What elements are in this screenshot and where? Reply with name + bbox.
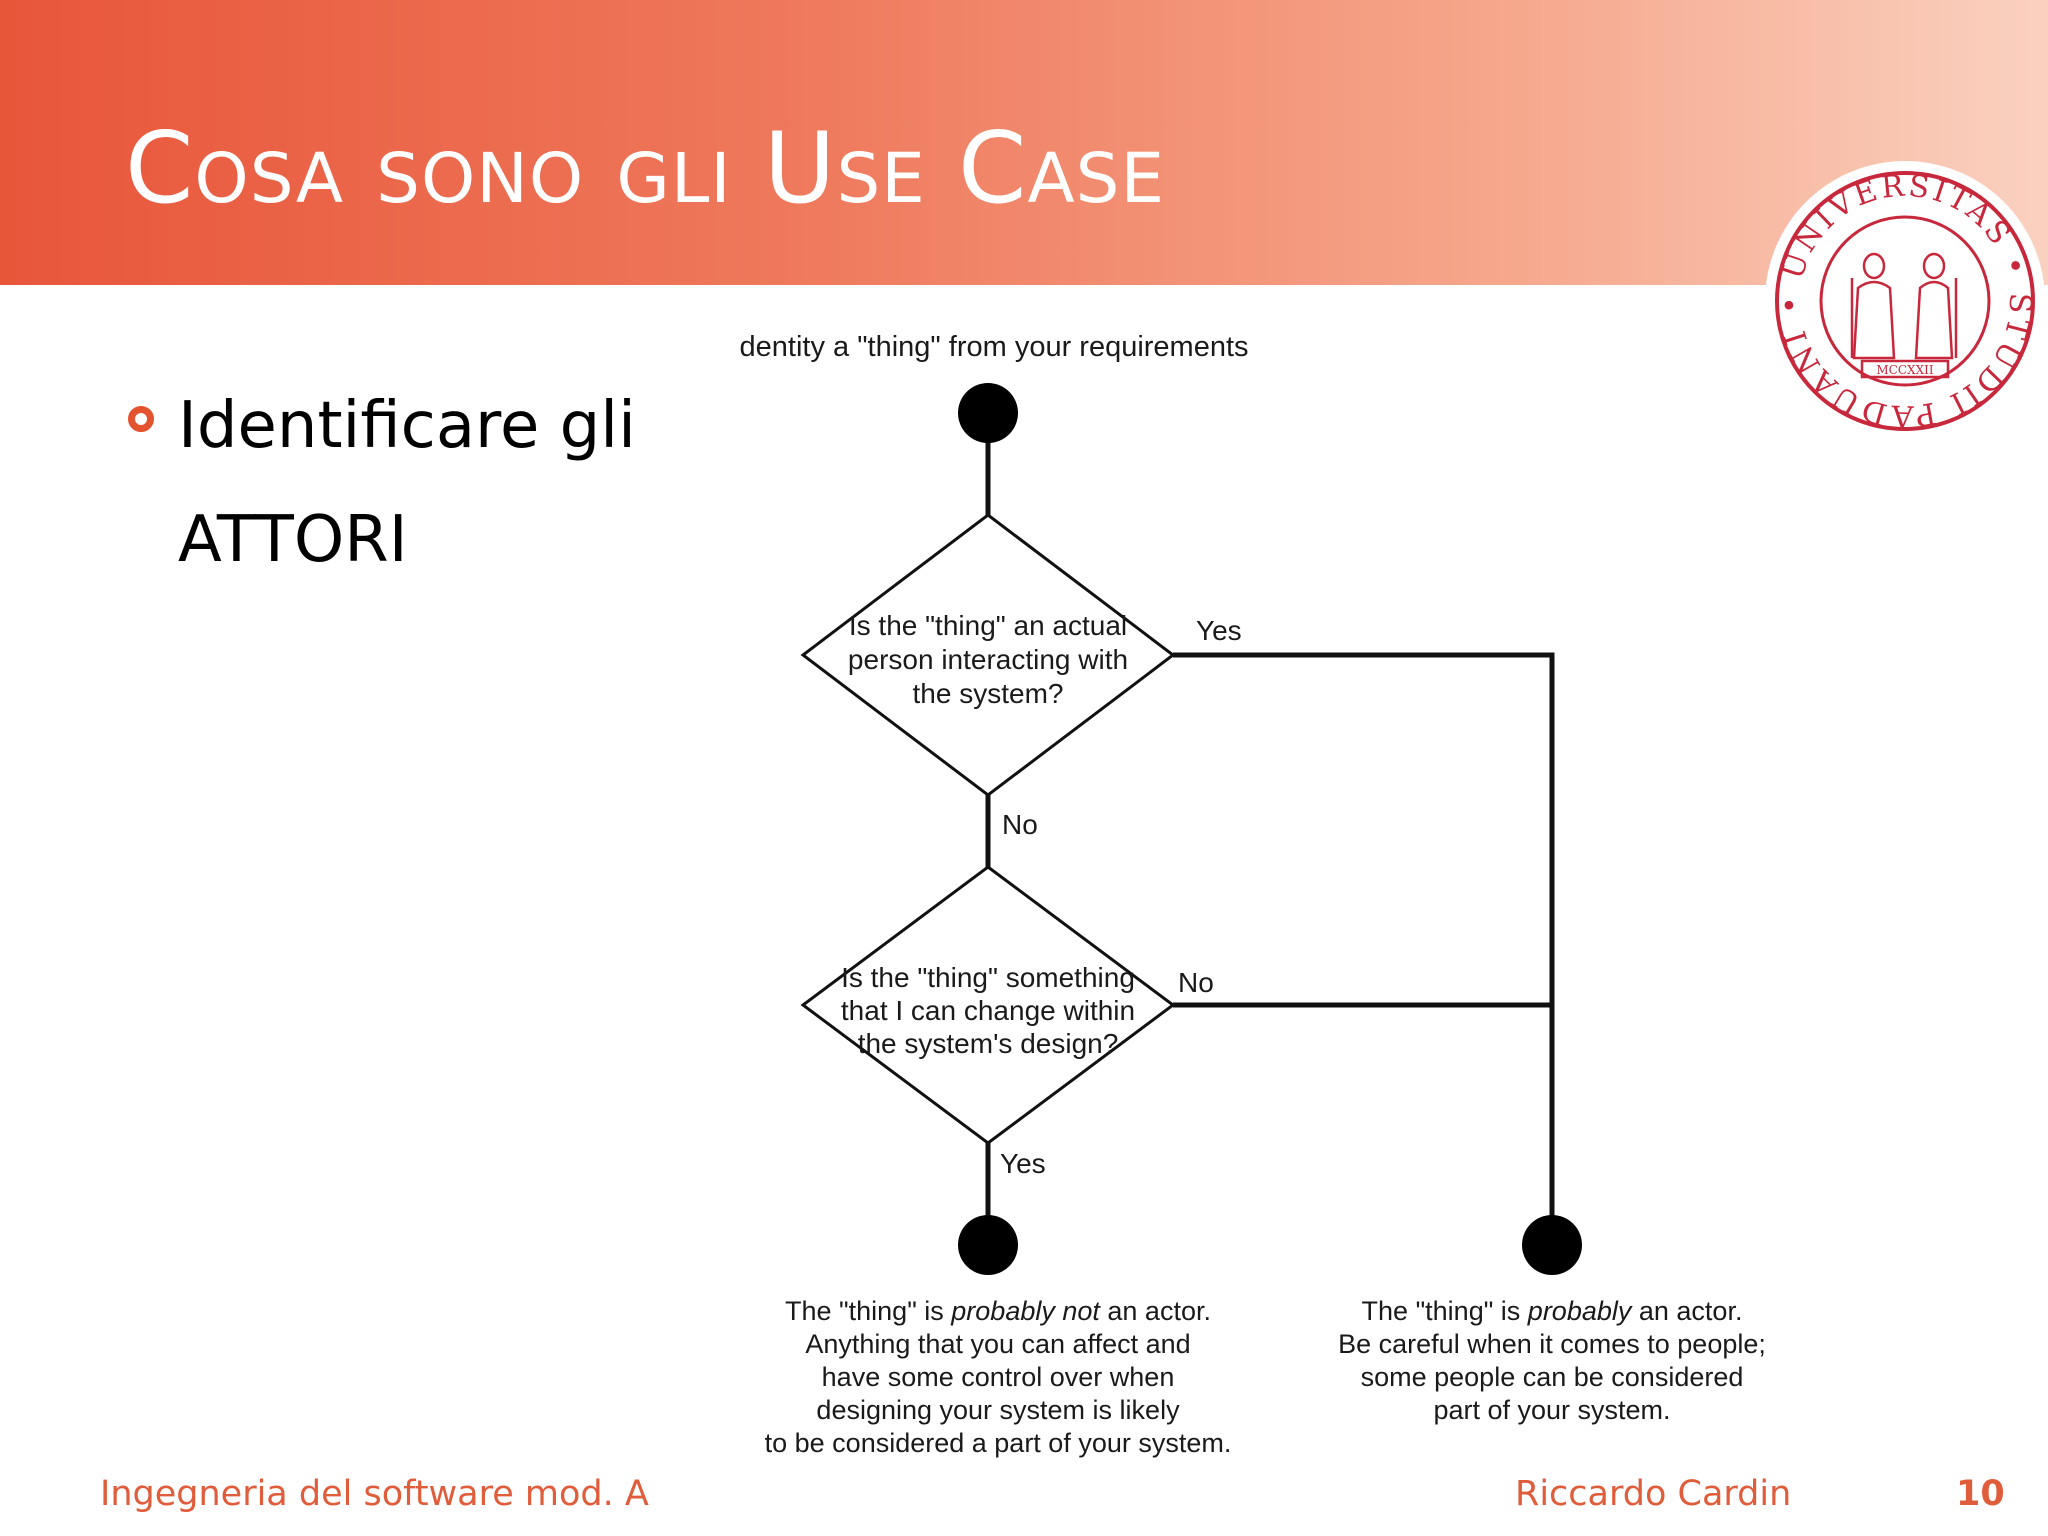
end-node-actor [1522, 1215, 1582, 1275]
end-right-line3: some people can be considered [1361, 1362, 1744, 1392]
decision1-line1: Is the "thing" an actual [849, 610, 1127, 641]
end-left-line1: The "thing" is probably not an actor. [785, 1296, 1211, 1326]
footer-author: Riccardo Cardin [1515, 1474, 1792, 1514]
end-left-line4: designing your system is likely [816, 1395, 1180, 1425]
start-node [958, 383, 1018, 443]
connector-d1-yes-to-end-right [1173, 652, 1555, 1250]
end-right-line2: Be careful when it comes to people; [1338, 1329, 1766, 1359]
decision2-no-label: No [1178, 967, 1214, 998]
end-right-line4: part of your system. [1433, 1395, 1670, 1425]
university-seal-logo: UNIVERSITAS • STUDII PADUANI • MCCXXII [1765, 161, 2045, 441]
start-label: Identity a "thing" from your requirement… [740, 331, 1249, 363]
slide-title: Cosa sono gli Use Case [125, 112, 1166, 226]
end-node-not-actor [958, 1215, 1018, 1275]
decision2-line1: Is the "thing" something [841, 962, 1135, 993]
seal-year-text: MCCXXII [1876, 363, 1933, 377]
bullet-text-line1: Identificare gli [178, 389, 636, 463]
bullet-circle-icon [128, 406, 154, 432]
decision2-line2: that I can change within [841, 995, 1135, 1026]
decision1-line3: the system? [913, 678, 1064, 709]
decision1-no-label: No [1002, 809, 1038, 840]
footer-course: Ingegneria del software mod. A [100, 1474, 649, 1514]
end-left-line2: Anything that you can affect and [805, 1329, 1190, 1359]
end-left-line5: to be considered a part of your system. [765, 1428, 1232, 1458]
header-band [0, 0, 2048, 285]
decision1-line2: person interacting with [848, 644, 1128, 675]
page-number: 10 [1956, 1474, 2005, 1514]
decision2-line3: the system's design? [858, 1028, 1119, 1059]
end-left-line3: have some control over when [822, 1362, 1175, 1392]
bullet-text-line2: ATTORI [178, 503, 408, 577]
end-right-line1: The "thing" is probably an actor. [1362, 1296, 1743, 1326]
actor-identification-flowchart: Identity a "thing" from your requirement… [740, 331, 1766, 1458]
decision2-yes-label: Yes [1000, 1148, 1046, 1179]
decision1-yes-label: Yes [1196, 615, 1242, 646]
